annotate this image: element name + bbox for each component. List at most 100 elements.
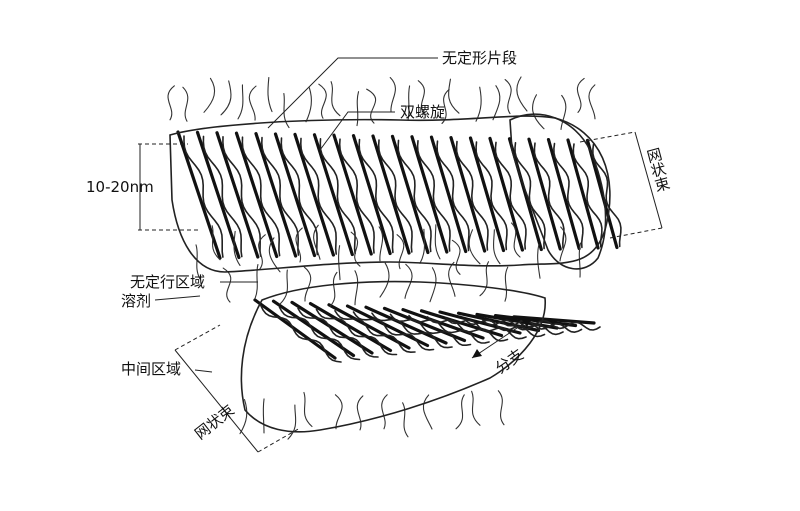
- helix-strand: [234, 131, 279, 259]
- amorphous-chain: [493, 229, 501, 265]
- right-bracket-top: [579, 131, 636, 143]
- helix-partner-strand: [241, 136, 281, 257]
- amorphous-chain: [167, 85, 175, 121]
- amorphous-chain: [531, 94, 545, 130]
- amorphous-chain: [455, 394, 465, 430]
- label-solvent: 溶剂: [121, 292, 151, 310]
- amorphous-chains: [167, 76, 596, 440]
- amorphous-chain: [429, 267, 437, 303]
- helix-partner-strand: [260, 136, 300, 256]
- helix-partner-strand: [389, 313, 472, 346]
- helix-partner-strand: [482, 319, 564, 336]
- amorphous-chain: [417, 80, 426, 116]
- amorphous-chain: [267, 77, 273, 113]
- amorphous-chain: [287, 404, 297, 440]
- helix-strand: [512, 315, 596, 325]
- amorphous-chain: [407, 85, 411, 121]
- upper-helix-band: [176, 130, 622, 260]
- helix-partner-strand: [352, 311, 435, 351]
- amorphous-chain: [402, 402, 409, 438]
- helix-partner-strand: [183, 135, 224, 258]
- amorphous-chain: [537, 243, 541, 279]
- amorphous-chain: [334, 394, 343, 430]
- helix-strand: [290, 300, 374, 355]
- amorphous-chain: [318, 83, 327, 119]
- helix-strand: [488, 136, 525, 252]
- helix-strand: [371, 134, 411, 255]
- amorphous-chain: [448, 261, 456, 297]
- amorphous-chain: [366, 88, 377, 124]
- helix-strand: [176, 130, 222, 260]
- helix-partner-strand: [553, 142, 584, 249]
- helix-partner-strand: [500, 319, 583, 334]
- amorphous-chain: [220, 80, 232, 116]
- amorphous-chain: [305, 87, 312, 123]
- helix-strand: [475, 312, 559, 330]
- helix-partner-strand: [338, 138, 375, 254]
- helix-partner-strand: [371, 312, 453, 349]
- amorphous-chain: [237, 84, 244, 120]
- helix-strand: [332, 133, 373, 256]
- amorphous-chain: [451, 239, 461, 275]
- helix-strand: [493, 314, 578, 328]
- helix-strand: [312, 133, 354, 257]
- helix-strand: [585, 138, 619, 250]
- amorphous-chain: [303, 391, 313, 428]
- bottom-bracket-bottom: [257, 427, 301, 453]
- label-amorphous-segment: 无定形片段: [442, 49, 517, 67]
- amorphous-chain: [419, 228, 426, 264]
- bottom-bracket-edge: [174, 349, 259, 453]
- amorphous-chain: [468, 229, 481, 265]
- amorphous-chain: [329, 271, 338, 307]
- helix-strand: [254, 132, 298, 258]
- helix-partner-strand: [319, 138, 356, 255]
- amorphous-chain: [479, 261, 490, 297]
- label-bundle-bottom: 网状束: [191, 401, 238, 443]
- upper-band-outline: [169, 115, 611, 273]
- helix-partner-strand: [494, 141, 527, 250]
- amorphous-chain: [381, 394, 388, 430]
- branch-arrow-tail: [472, 349, 482, 358]
- helix-partner-strand: [377, 139, 413, 253]
- amorphous-chain: [516, 76, 528, 112]
- label-double-helix: 双螺旋: [400, 103, 445, 121]
- helix-partner-strand: [426, 316, 509, 342]
- amorphous-chain: [396, 234, 405, 270]
- helix-partner-strand: [280, 137, 319, 256]
- amorphous-chain: [195, 244, 201, 280]
- leader-double-helix: [319, 111, 395, 151]
- amorphous-chain: [559, 226, 567, 262]
- helix-partner-strand: [475, 141, 508, 251]
- amorphous-chain: [471, 390, 481, 426]
- branch-arrow-line: [471, 317, 533, 359]
- helix-partner-strand: [202, 135, 243, 258]
- amorphous-chain: [504, 78, 512, 115]
- helix-partner-strand: [278, 306, 361, 361]
- amorphous-chain: [203, 77, 216, 113]
- amorphous-chain: [262, 398, 265, 434]
- amorphous-chain: [350, 231, 361, 267]
- amorphous-chain: [475, 86, 482, 122]
- helix-strand: [449, 136, 487, 253]
- amorphous-chain: [303, 266, 312, 302]
- helix-partner-strand: [358, 138, 394, 254]
- helix-partner-strand: [299, 137, 337, 255]
- helix-strand: [308, 302, 393, 353]
- helix-partner-strand: [533, 142, 565, 249]
- amorphous-chain: [211, 225, 221, 261]
- helix-partner-strand: [455, 140, 489, 251]
- amorphous-chain: [248, 85, 257, 121]
- helix-partner-strand: [315, 308, 398, 356]
- helix-partner-strand: [436, 140, 470, 252]
- helix-strand: [351, 134, 392, 256]
- helix-partner-strand: [572, 143, 603, 248]
- helix-strand: [410, 135, 449, 254]
- amorphous-chain: [239, 399, 248, 435]
- branch-arrow-head: [522, 318, 532, 327]
- helix-partner-strand: [260, 305, 342, 363]
- amorphous-chain: [313, 224, 321, 260]
- amorphous-chain: [379, 262, 390, 298]
- helix-partner-strand: [397, 139, 432, 253]
- helix-strand: [253, 298, 337, 360]
